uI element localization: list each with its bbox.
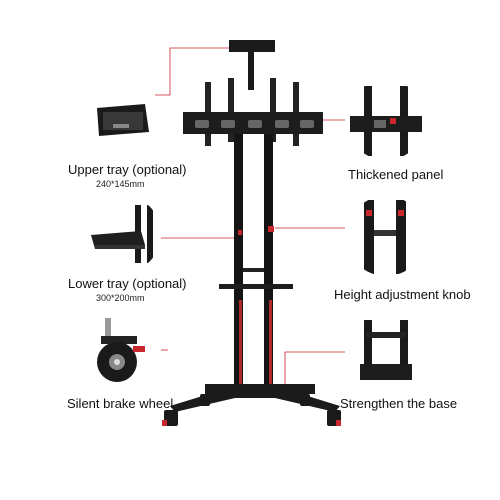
lower-tray-label: Lower tray (optional) bbox=[68, 276, 187, 291]
panel-label: Thickened panel bbox=[348, 167, 444, 182]
height-adjustment-knob bbox=[268, 226, 274, 232]
upper-tray bbox=[229, 40, 275, 52]
knob-label: Height adjustment knob bbox=[334, 287, 471, 302]
wheel-detail-circle bbox=[83, 312, 161, 390]
upper-tray-detail-circle bbox=[83, 80, 161, 158]
caster-wheel bbox=[164, 394, 341, 426]
wheel-label: Silent brake wheel bbox=[67, 396, 174, 411]
lower-tray-detail-circle bbox=[83, 195, 161, 273]
lower-tray bbox=[219, 284, 293, 289]
lower-tray-dims: 300*200mm bbox=[96, 293, 145, 303]
knob-detail-circle bbox=[346, 196, 426, 276]
panel-detail-circle bbox=[346, 80, 426, 160]
left-column bbox=[234, 134, 243, 389]
base-detail-circle bbox=[346, 312, 426, 392]
right-column bbox=[264, 134, 273, 389]
base-label: Strengthen the base bbox=[340, 396, 458, 411]
upper-tray-dims: 240*145mm bbox=[96, 179, 145, 189]
connector-lines bbox=[155, 47, 345, 384]
upper-tray-label: Upper tray (optional) bbox=[68, 162, 187, 177]
